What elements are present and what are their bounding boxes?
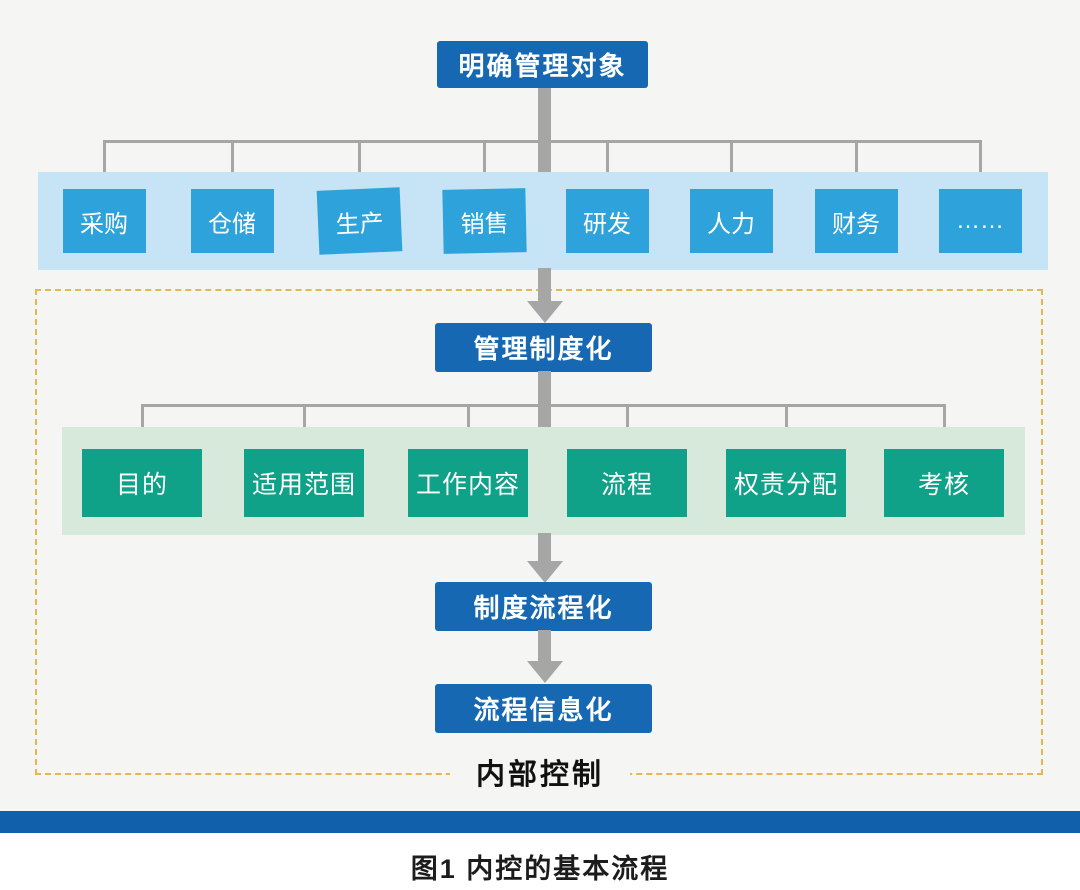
connector-drop — [230, 140, 234, 176]
connector-drop — [942, 404, 946, 434]
inner-control-label: 内部控制 — [449, 758, 631, 792]
policy-element-box: 目的 — [82, 449, 202, 517]
connector-drop — [854, 140, 858, 176]
connector-drop — [784, 404, 788, 434]
arrow-down-icon — [527, 301, 563, 323]
connector-drop — [102, 140, 106, 176]
arrow-down-icon — [527, 661, 563, 683]
policy-element-box: 流程 — [567, 449, 687, 517]
department-box: 销售 — [441, 188, 527, 254]
department-box: 研发 — [565, 189, 649, 253]
connector-drop — [729, 140, 733, 176]
connector-horizontal-elements — [141, 404, 946, 407]
arrow-shaft — [538, 268, 551, 303]
policy-element-box: 权责分配 — [726, 449, 846, 517]
department-box: 财务 — [814, 189, 898, 253]
connector-drop — [140, 404, 144, 434]
connector-drop — [625, 404, 629, 434]
policy-element-box: 工作内容 — [408, 449, 528, 517]
department-box: 人力 — [689, 189, 773, 253]
arrow-down-icon — [527, 561, 563, 583]
policy-element-box: 考核 — [884, 449, 1004, 517]
department-box: 生产 — [316, 187, 402, 255]
box-management-institutionalization: 管理制度化 — [435, 323, 652, 372]
arrow-shaft — [538, 630, 551, 663]
box-institution-processization: 制度流程化 — [435, 582, 652, 631]
box-clarify-management-targets: 明确管理对象 — [437, 41, 648, 88]
connector-drop — [466, 404, 470, 434]
figure-caption: 图1 内控的基本流程 — [410, 854, 670, 884]
connector-drop — [978, 140, 982, 176]
policy-element-band — [62, 427, 1025, 535]
department-box: 采购 — [62, 189, 146, 253]
connector-drop — [302, 404, 306, 434]
connector-drop — [605, 140, 609, 176]
connector-drop — [357, 140, 361, 176]
connector-drop — [483, 140, 486, 176]
arrow-shaft — [538, 533, 551, 563]
box-process-informatization: 流程信息化 — [435, 684, 652, 733]
bottom-divider-bar — [0, 811, 1080, 833]
policy-element-box: 适用范围 — [244, 449, 364, 517]
footer-background — [0, 833, 1080, 890]
connector-horizontal-departments — [103, 140, 982, 143]
connector-mid-shaft — [538, 371, 551, 433]
department-box: 仓储 — [190, 189, 274, 253]
connector-top-shaft — [538, 87, 551, 176]
department-box: …… — [938, 189, 1022, 253]
